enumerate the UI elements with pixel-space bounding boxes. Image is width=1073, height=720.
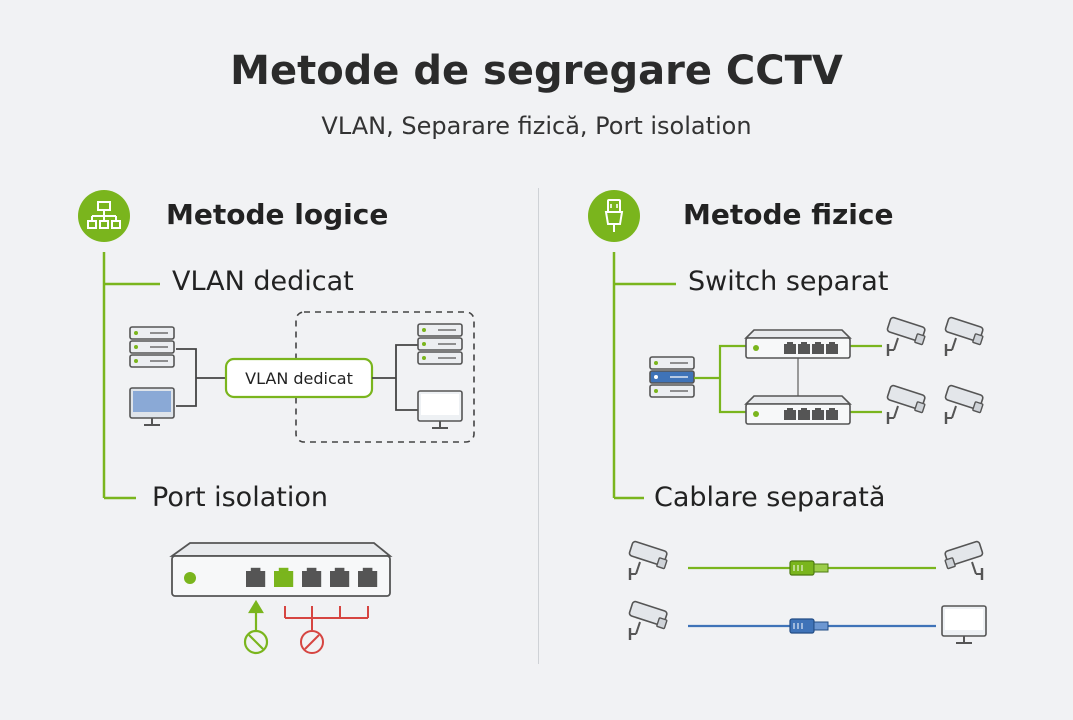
usb-plug-icon [588, 190, 640, 242]
camera-icon [627, 599, 669, 642]
left-tree-lines [102, 252, 160, 500]
left-heading: Metode logice [166, 198, 389, 231]
camera-icon [943, 315, 985, 358]
blocked-ports-bracket [284, 606, 369, 654]
column-divider [538, 188, 539, 664]
rj45-connector-icon [789, 560, 829, 576]
vlan-monitor-icon [417, 390, 463, 429]
server-icon [650, 357, 694, 397]
camera-icon [885, 383, 927, 426]
monitor-icon [129, 387, 175, 426]
port-isolation-switch [169, 542, 393, 597]
vlan-server-icon [418, 324, 462, 364]
page-subtitle: VLAN, Separare fizică, Port isolation [321, 112, 752, 140]
camera-icon [943, 383, 985, 426]
camera-icon [944, 541, 983, 580]
switch-separat-label: Switch separat [688, 266, 889, 297]
right-tree-lines [612, 252, 676, 500]
server-icon [130, 327, 174, 367]
switch-top [746, 330, 850, 358]
cablare-separata-label: Cablare separată [654, 482, 886, 513]
vlan-connector-left [176, 348, 226, 407]
vlan-dedicat-label: VLAN dedicat [172, 266, 354, 297]
switch-bottom [746, 396, 850, 424]
camera-icon [627, 539, 669, 582]
vlan-dedicat-box-label: VLAN dedicat [245, 369, 353, 388]
allowed-port-arrow [243, 599, 269, 655]
monitor-icon [941, 605, 987, 644]
page-title: Metode de segregare CCTV [230, 48, 843, 94]
network-hierarchy-icon [78, 190, 130, 242]
port-isolation-label: Port isolation [152, 482, 328, 513]
switch-connector [694, 344, 882, 414]
rj45-connector-icon [789, 618, 829, 634]
vlan-connector-right [372, 344, 418, 411]
right-heading: Metode fizice [683, 198, 894, 231]
camera-icon [885, 315, 927, 358]
